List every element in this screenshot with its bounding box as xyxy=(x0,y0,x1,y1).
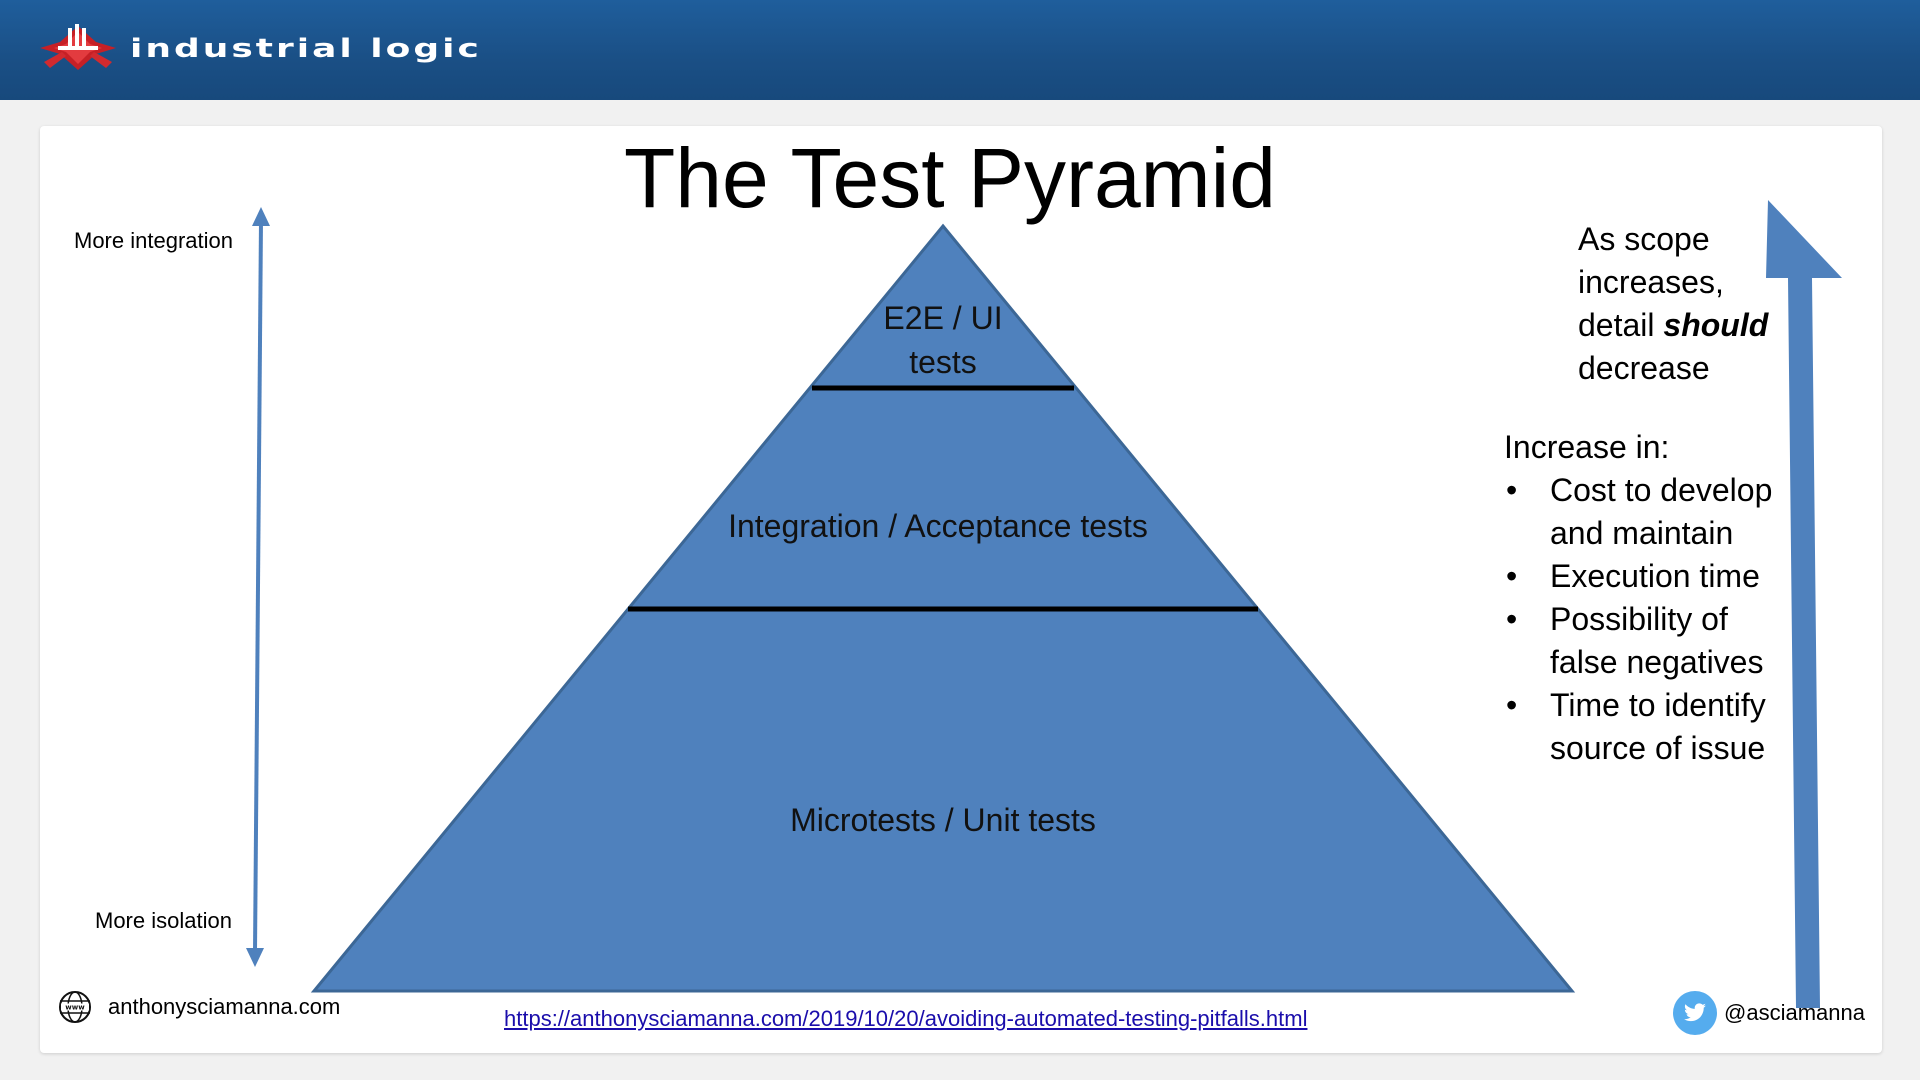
header-bar: industrial logic xyxy=(0,0,1920,100)
logo-wordmark: industrial logic xyxy=(130,33,482,63)
increase-heading: Increase in: xyxy=(1504,429,1670,465)
scope-line-4: decrease xyxy=(1578,350,1710,386)
twitter-handle[interactable]: @asciamanna xyxy=(1724,1000,1865,1025)
footer-twitter[interactable]: @asciamanna xyxy=(1672,990,1865,1036)
scope-line-2: increases, xyxy=(1578,264,1724,300)
article-url-link[interactable]: https://anthonysciamanna.com/2019/10/20/… xyxy=(504,1006,1308,1031)
pyramid-bottom-tier-label: Microtests / Unit tests xyxy=(790,802,1096,838)
industrial-logic-logo-icon xyxy=(40,24,116,70)
svg-text:www: www xyxy=(65,1004,85,1012)
more-isolation-label: More isolation xyxy=(95,908,232,933)
scope-note: As scope increases, detail should decrea… xyxy=(1578,218,1798,390)
scope-line-3: detail should xyxy=(1578,304,1798,347)
slide-title: The Test Pyramid xyxy=(623,131,1277,225)
increase-item-false-negatives: Possibility of false negatives xyxy=(1504,598,1804,684)
increase-list-block: Increase in: Cost to develop and maintai… xyxy=(1504,426,1804,770)
top-tier-line-2: tests xyxy=(909,344,977,380)
globe-www-icon: www xyxy=(59,991,91,1023)
more-integration-label: More integration xyxy=(74,228,233,253)
footer-site: www anthonysciamanna.com xyxy=(58,990,340,1024)
scope-emphasis-should: should xyxy=(1663,307,1769,343)
increase-item-execution-time: Execution time xyxy=(1504,555,1804,598)
pyramid-middle-tier-label: Integration / Acceptance tests xyxy=(728,508,1148,544)
twitter-bird-icon xyxy=(1673,991,1717,1035)
increase-item-cost: Cost to develop and maintain xyxy=(1504,469,1804,555)
industrial-logic-logo: industrial logic xyxy=(38,22,482,74)
pyramid-top-tier-label: E2E / UI tests xyxy=(843,296,1043,384)
site-link[interactable]: anthonysciamanna.com xyxy=(108,994,341,1019)
scope-line-3-prefix: detail xyxy=(1578,307,1664,343)
increase-list: Cost to develop and maintain Execution t… xyxy=(1504,469,1804,770)
top-tier-line-1: E2E / UI xyxy=(883,300,1003,336)
increase-item-time-to-identify: Time to identify source of issue xyxy=(1504,684,1804,770)
scope-line-1: As scope xyxy=(1578,221,1710,257)
